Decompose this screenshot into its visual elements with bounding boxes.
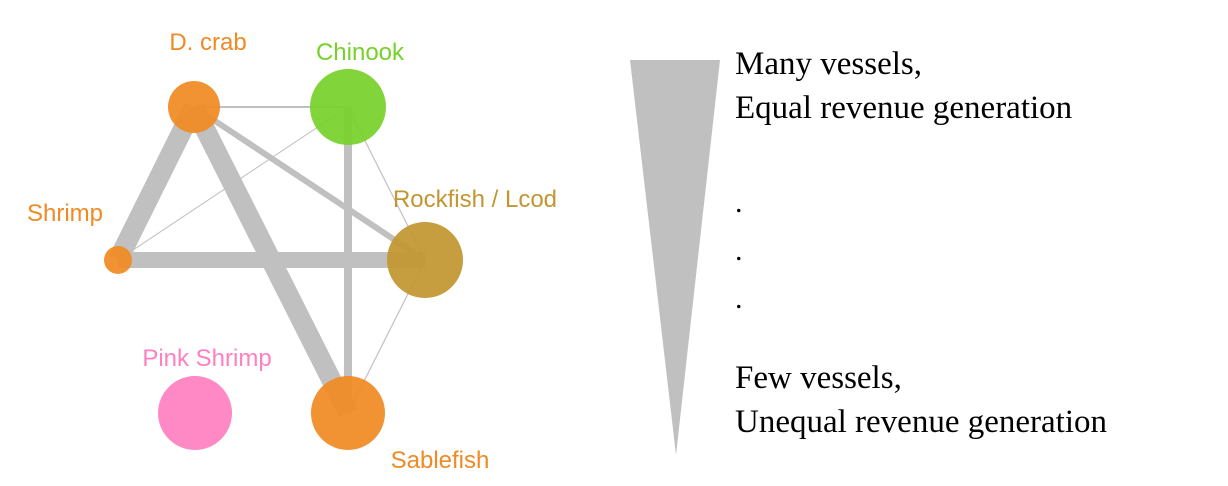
node-label-dcrab: D. crab [169,29,246,56]
edge-shrimp-chinook [117,106,349,261]
node-sablefish [311,376,385,450]
edge-dcrab-rockfish [192,104,427,263]
node-label-pinkshrimp: Pink Shrimp [142,345,271,372]
node-rockfish [387,222,463,298]
node-label-sablefish: Sablefish [391,447,490,474]
node-shrimp [104,246,132,274]
node-label-chinook: Chinook [316,39,405,66]
legend-top-line2: Equal revenue generation [735,90,1073,126]
legend-wedge [630,60,720,455]
node-label-shrimp: Shrimp [27,200,103,227]
node-dcrab [168,81,220,133]
node-chinook [310,69,386,145]
legend-top-line1: Many vessels, [735,46,922,82]
node-pinkshrimp [158,376,232,450]
legend-dot-3: . [735,282,743,315]
legend-bottom-line1: Few vessels, [735,360,902,396]
node-label-rockfish: Rockfish / Lcod [393,186,557,213]
legend-bottom-line2: Unequal revenue generation [735,404,1107,440]
legend-dot-1: . [735,186,743,219]
legend-dot-2: . [735,234,743,267]
edge-dcrab-shrimp [109,102,203,265]
